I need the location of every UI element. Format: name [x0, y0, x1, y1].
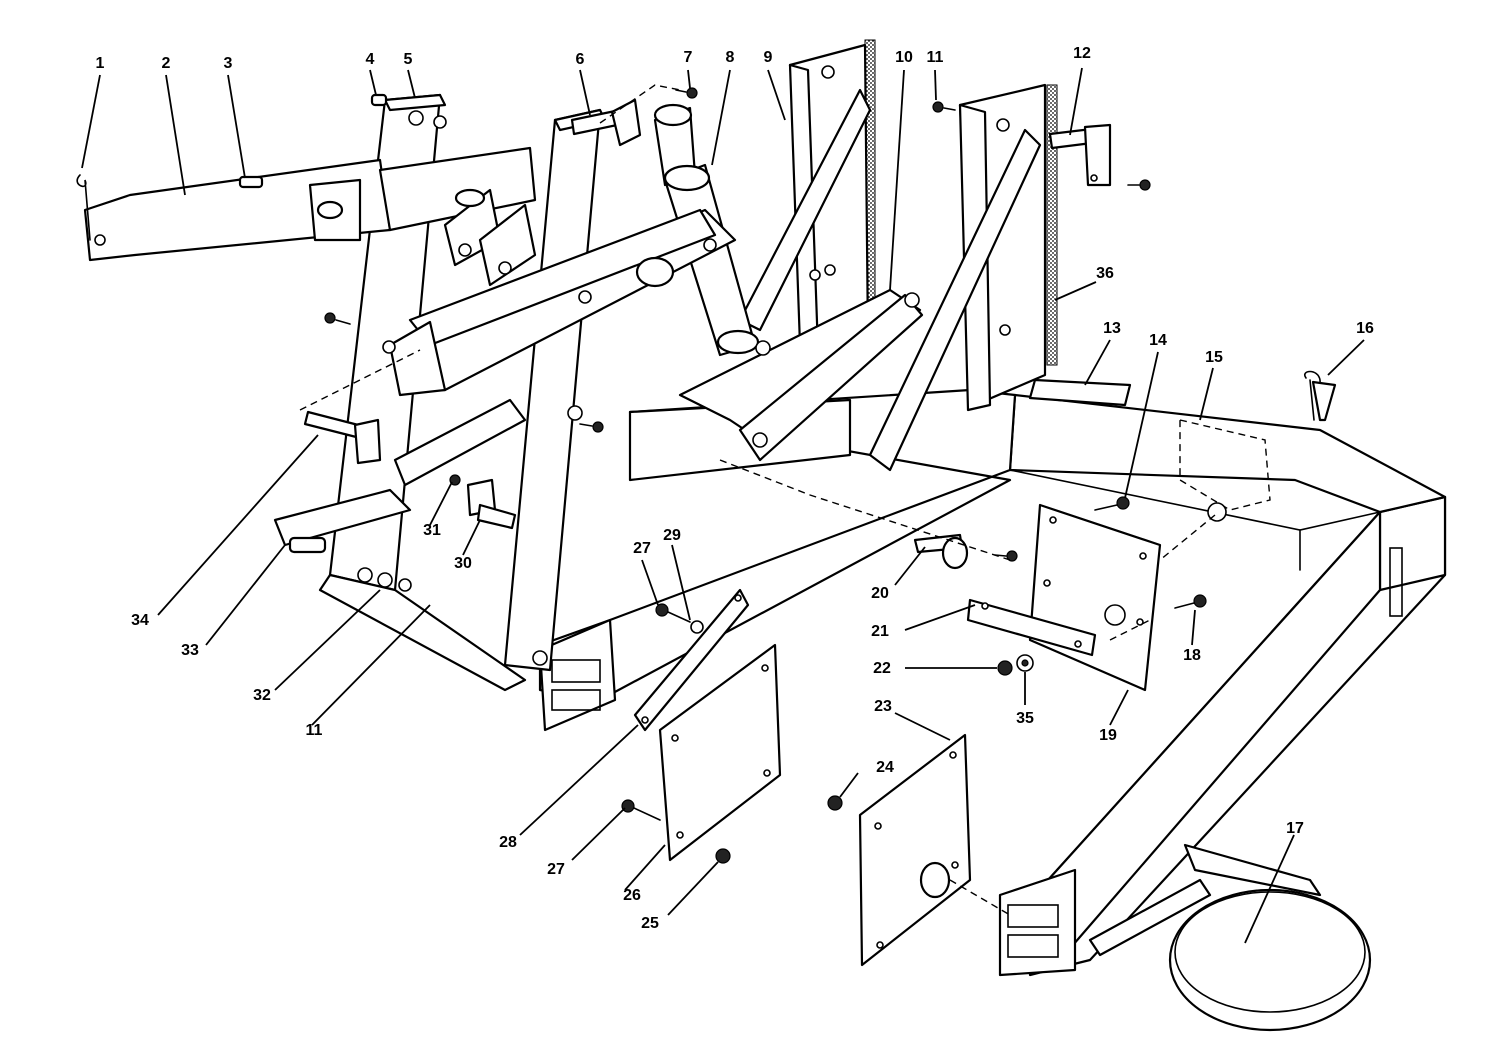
nut-24 [827, 795, 843, 811]
rear-upright-left [738, 43, 872, 352]
callout-36: 36 [1096, 265, 1114, 282]
callout-7: 7 [684, 49, 693, 66]
callout-18: 18 [1183, 647, 1201, 664]
callout-11: 11 [306, 722, 323, 739]
pin-20 [913, 533, 969, 570]
callout-24: 24 [876, 759, 894, 776]
bracket-28 [633, 588, 750, 732]
bolt-27-upper [655, 603, 704, 634]
pin-4 [370, 93, 388, 107]
callout-27: 27 [633, 540, 651, 557]
lift-cylinder [653, 103, 771, 357]
hairpin-clip [76, 174, 91, 241]
bracket-30 [466, 478, 517, 530]
pivot-bracket [443, 188, 537, 287]
pin-34 [303, 410, 382, 465]
nut-22 [997, 660, 1013, 676]
plate-19 [1028, 503, 1162, 692]
callout-2: 2 [162, 55, 171, 72]
callout-27: 27 [547, 861, 565, 878]
callout-34: 34 [131, 612, 149, 629]
bolt-misc-2 [579, 421, 604, 433]
callout-10: 10 [895, 49, 913, 66]
callout-5: 5 [404, 51, 413, 68]
strap-21 [966, 598, 1097, 657]
callout-30: 30 [454, 555, 472, 572]
callout-leaders [81, 67, 1365, 944]
callout-20: 20 [871, 585, 889, 602]
pin-3 [238, 175, 264, 189]
bolt-12 [1127, 179, 1151, 191]
callout-31: 31 [423, 522, 441, 539]
callout-25: 25 [641, 915, 659, 932]
plate-23 [858, 733, 972, 967]
callout-26: 26 [623, 887, 641, 904]
pin-33 [288, 536, 327, 554]
callout-28: 28 [499, 834, 517, 851]
lower-link [273, 398, 527, 547]
bolt-11-top [932, 101, 956, 113]
rear-upright-right [868, 83, 1047, 472]
pin-12 [1048, 123, 1112, 187]
bolt-14 [1094, 496, 1130, 511]
callout-17: 17 [1286, 820, 1304, 837]
callout-32: 32 [253, 687, 271, 704]
callout-1: 1 [96, 55, 105, 72]
callout-4: 4 [366, 51, 375, 68]
mounting-band [1088, 843, 1372, 1032]
lift-frame-lower [678, 288, 924, 462]
callout-35: 35 [1016, 710, 1034, 727]
bolt-misc-1 [324, 312, 351, 325]
callout-23: 23 [874, 698, 892, 715]
callout-9: 9 [764, 49, 773, 66]
callout-29: 29 [663, 527, 681, 544]
callout-12: 12 [1073, 45, 1091, 62]
callout-8: 8 [726, 49, 735, 66]
pin-6 [570, 98, 642, 147]
callout-14: 14 [1149, 332, 1167, 349]
hitch-pin-16 [1303, 370, 1337, 422]
lift-arm-left [83, 146, 537, 262]
callout-21: 21 [871, 623, 889, 640]
callout-15: 15 [1205, 349, 1223, 366]
callout-16: 16 [1356, 320, 1374, 337]
bolt-18 [1174, 594, 1207, 609]
callout-19: 19 [1099, 727, 1117, 744]
lift-arm-main [382, 208, 737, 397]
nut-25 [715, 848, 731, 864]
washer-35 [1016, 654, 1034, 672]
callout-33: 33 [181, 642, 199, 659]
callout-22: 22 [873, 660, 891, 677]
callout-6: 6 [576, 51, 585, 68]
callout-11: 11 [927, 49, 944, 66]
callout-3: 3 [224, 55, 233, 72]
callout-13: 13 [1103, 320, 1121, 337]
plate-26 [658, 643, 782, 862]
bolt-27-lower [621, 799, 661, 821]
assembly-paths [299, 84, 1216, 916]
bolt-7 [675, 87, 698, 99]
